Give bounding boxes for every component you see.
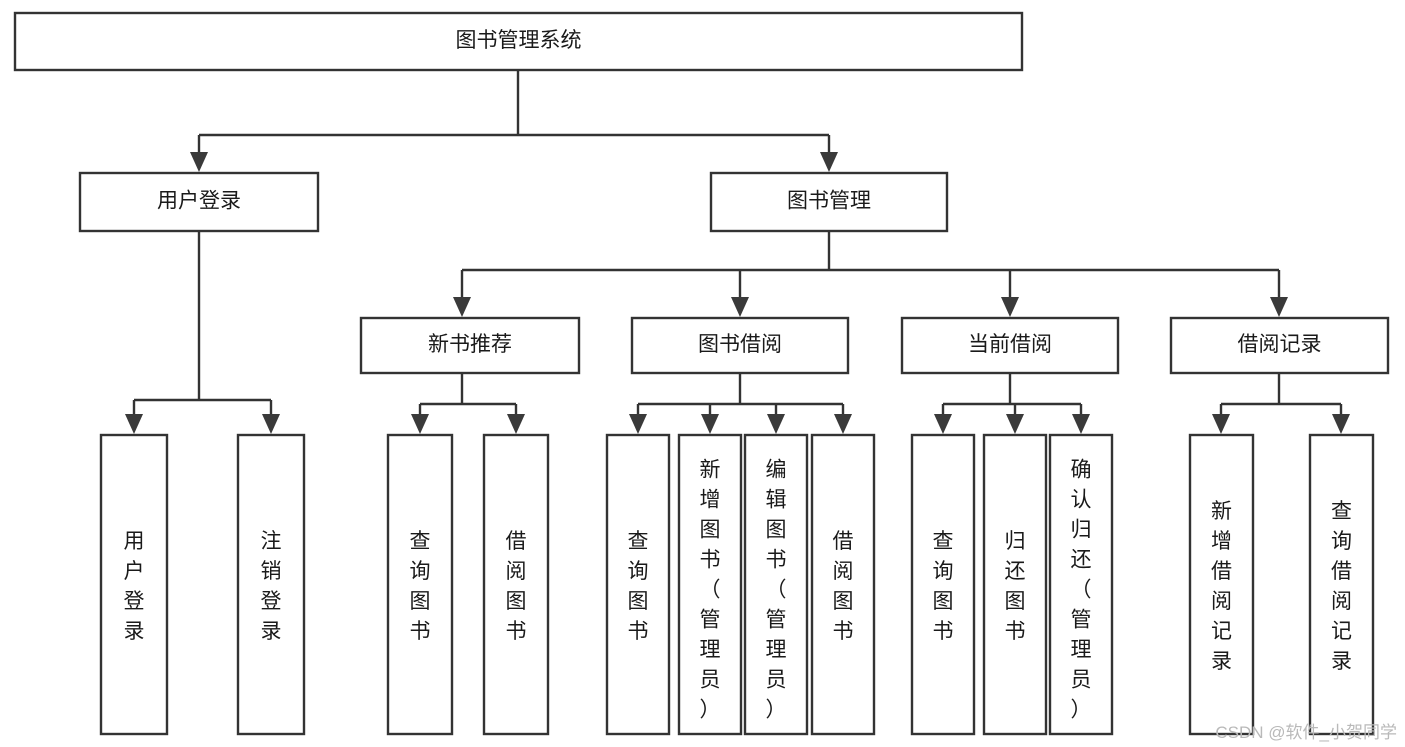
node-label: 归还图书	[1005, 530, 1026, 643]
node-leaf-add-book[interactable]: 新增图书（管理员）	[677, 433, 743, 736]
node-label: 新增图书（管理员）	[700, 458, 721, 721]
node-label: 当前借阅	[968, 333, 1052, 356]
node-label: 借阅图书	[833, 530, 854, 643]
connector-book-management-to-level2	[453, 231, 1288, 317]
csdn-watermark: CSDN @软件_小贺同学	[1215, 723, 1397, 742]
connector-layer	[125, 70, 1350, 434]
connector-recommend-to-leaves	[411, 373, 525, 434]
node-label: 确认归还（管理员）	[1071, 458, 1092, 721]
node-leaf-logout[interactable]: 注销登录	[236, 433, 306, 736]
node-user-login[interactable]: 用户登录	[78, 171, 320, 233]
node-leaf-query-book-recommend[interactable]: 查询图书	[386, 433, 454, 736]
node-label: 用户登录	[124, 530, 145, 643]
node-label: 图书借阅	[698, 333, 782, 356]
node-leaf-return-book[interactable]: 归还图书	[982, 433, 1048, 736]
node-leaf-edit-book[interactable]: 编辑图书（管理员）	[743, 433, 809, 736]
node-book-management[interactable]: 图书管理	[709, 171, 949, 233]
node-book-borrow[interactable]: 图书借阅	[630, 316, 850, 375]
connector-user-login-to-leaves	[125, 231, 280, 434]
node-leaf-query-borrow-record[interactable]: 查询借阅记录	[1308, 433, 1375, 736]
node-leaf-query-book-borrow[interactable]: 查询图书	[605, 433, 671, 736]
node-leaf-borrow-book[interactable]: 借阅图书	[810, 433, 876, 736]
node-label: 查询图书	[628, 530, 649, 643]
connector-root-to-level1	[190, 70, 838, 172]
node-leaf-query-book-current[interactable]: 查询图书	[910, 433, 976, 736]
node-label: 查询借阅记录	[1331, 500, 1352, 673]
node-label: 注销登录	[261, 530, 282, 643]
node-leaf-user-login[interactable]: 用户登录	[99, 433, 169, 736]
node-label: 借阅记录	[1238, 333, 1322, 356]
node-label: 查询图书	[933, 530, 954, 643]
node-leaf-confirm-return[interactable]: 确认归还（管理员）	[1048, 433, 1114, 736]
node-leaf-borrow-book-recommend[interactable]: 借阅图书	[482, 433, 550, 736]
node-leaf-add-borrow-record[interactable]: 新增借阅记录	[1188, 433, 1255, 736]
node-label: 编辑图书（管理员）	[766, 458, 787, 721]
node-label: 图书管理	[787, 190, 871, 213]
node-label: 借阅图书	[506, 530, 527, 643]
node-label: 查询图书	[410, 530, 431, 643]
node-layer: 图书管理系统用户登录图书管理新书推荐图书借阅当前借阅借阅记录用户登录注销登录查询…	[13, 11, 1390, 736]
node-borrow-records[interactable]: 借阅记录	[1169, 316, 1390, 375]
node-label: 用户登录	[157, 190, 241, 213]
node-root[interactable]: 图书管理系统	[13, 11, 1024, 72]
node-label: 图书管理系统	[456, 29, 582, 52]
node-label: 新书推荐	[428, 333, 512, 356]
connector-records-to-leaves	[1212, 373, 1350, 434]
connector-current-to-leaves	[934, 373, 1090, 434]
node-current-borrow[interactable]: 当前借阅	[900, 316, 1120, 375]
connector-borrow-to-leaves	[629, 373, 852, 434]
node-new-book-recommend[interactable]: 新书推荐	[359, 316, 581, 375]
node-label: 新增借阅记录	[1211, 500, 1232, 673]
